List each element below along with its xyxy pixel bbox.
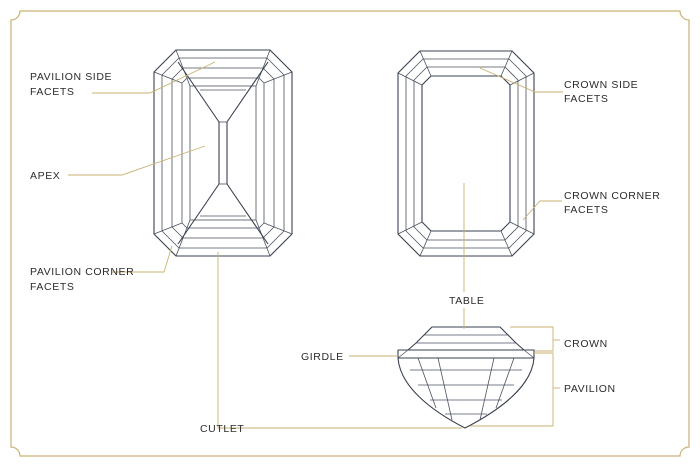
label-pavilion-side-facets-line2: FACETS [30,86,74,98]
pavilion-view-drawing [153,49,293,257]
leader-lines [68,61,563,429]
label-cutlet: CUTLET [200,423,244,435]
label-crown-side-facets-line1: CROWN SIDE [564,79,638,91]
label-apex: APEX [30,170,60,182]
label-crown-side-facets-line2: FACETS [564,93,608,105]
profile-view-drawing [397,326,535,429]
label-crown: CROWN [564,338,608,350]
decorative-frame [10,10,690,457]
label-crown-corner-facets-line2: FACETS [564,204,608,216]
crown-view-drawing [397,50,535,257]
label-pavilion: PAVILION [564,383,616,395]
label-crown-corner-facets-line1: CROWN CORNER [564,190,660,202]
label-pavilion-corner-facets-line1: PAVILION CORNER [30,266,134,278]
label-girdle: GIRDLE [301,351,344,363]
label-table: TABLE [449,295,484,307]
label-pavilion-corner-facets-line2: FACETS [30,281,74,293]
label-pavilion-side-facets-line1: PAVILION SIDE [30,71,112,83]
